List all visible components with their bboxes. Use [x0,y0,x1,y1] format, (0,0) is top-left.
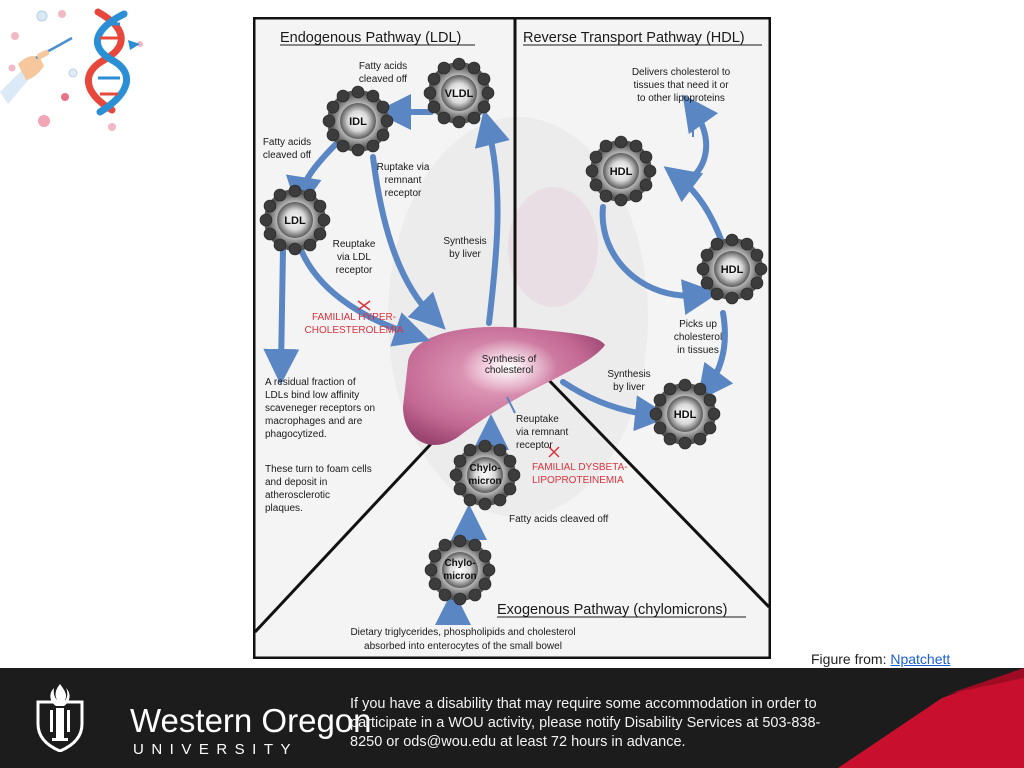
svg-text:micron: micron [468,476,501,487]
footer-bar: Western Oregon UNIVERSITY If you have a … [0,668,1024,768]
hdl-pathway-title: Reverse Transport Pathway (HDL) [523,30,745,46]
chylomicron-pathway-title: Exogenous Pathway (chylomicrons) [497,602,728,618]
svg-text:cholesterol: cholesterol [485,365,533,376]
heart-silhouette [508,187,598,307]
slogan-line-2: SUCCEED [897,62,1010,88]
decorative-dots [8,10,143,131]
svg-text:via remnant: via remnant [516,427,568,438]
svg-text:Chylo-: Chylo- [444,558,475,569]
hdl-particle-top: HDL [585,135,657,207]
dna-icon [84,8,140,116]
chylomicron-particle-upper: Chylo- micron [449,439,521,511]
familial-hypercholesterolemia-label: FAMILIAL HYPER- [312,312,396,323]
disability-services-notice: If you have a disability that may requir… [350,696,821,750]
torch-shield-icon [36,684,84,753]
lipoprotein-pathway-figure: VLDL IDL LDL HDL HDL HDL Chylo- micron C… [253,17,771,659]
blocked-step-markers [357,300,560,458]
vldl-particle: VLDL [423,57,495,129]
svg-text:cleaved off: cleaved off [263,150,311,161]
svg-text:HDL: HDL [610,166,633,178]
svg-text:cleaved off: cleaved off [359,74,407,85]
svg-text:micron: micron [443,571,476,582]
residual-fraction-text: A residual fraction of [265,377,356,388]
svg-text:LDLs bind low affinity: LDLs bind low affinity [265,390,359,401]
ruptake-label: Ruptake via [377,162,430,173]
delivers-cholesterol-label: Delivers cholesterol to [632,67,731,78]
svg-text:and deposit in: and deposit in [265,477,327,488]
svg-text:atherosclerotic: atherosclerotic [265,490,330,501]
svg-text:absorbed into enterocytes of t: absorbed into enterocytes of the small b… [364,641,562,652]
hdl-particle-middle: HDL [696,233,768,305]
idl-particle: IDL [322,85,394,157]
svg-text:receptor: receptor [516,440,553,451]
pipette-hand-icon [0,36,73,104]
reuptake-remnant-label: Reuptake [516,414,559,425]
npatchett-link[interactable]: Npatchett [890,651,951,667]
familial-dysbetalipoproteinemia-label: FAMILIAL DYSBETA- [532,462,628,473]
svg-text:LIPOPROTEINEMIA: LIPOPROTEINEMIA [532,475,624,486]
synthesis-liver-hdl-label: Synthesis [607,369,650,380]
svg-text:IDL: IDL [349,116,367,128]
svg-text:receptor: receptor [336,265,373,276]
fa-idl-label: Fatty acids [263,137,311,148]
svg-text:in tissues: in tissues [677,345,719,356]
svg-text:receptor: receptor [385,188,422,199]
pathway-diagram: VLDL IDL LDL HDL HDL HDL Chylo- micron C… [253,17,771,659]
fa-chylomicron-label: Fatty acids cleaved off [509,514,609,525]
svg-text:via LDL: via LDL [337,252,371,263]
university-name: Western Oregon [130,702,372,739]
svg-text:LDL: LDL [284,215,306,227]
svg-text:VLDL: VLDL [445,88,474,100]
svg-text:Chylo-: Chylo- [469,463,500,474]
hdl-particle-bottom: HDL [649,378,721,450]
reuptake-ldl-label: Reuptake [333,239,376,250]
figure-credit-prefix: Figure from: [811,651,887,667]
svg-text:HDL: HDL [674,409,697,421]
svg-text:to other lipoproteins: to other lipoproteins [637,93,725,104]
synthesis-liver-label: Synthesis [443,236,486,247]
synthesis-cholesterol-label: Synthesis of [482,354,537,365]
svg-text:plaques.: plaques. [265,503,303,514]
together-we-succeed-slogan: TOGETHER WE SUCCEED [869,44,1010,87]
svg-text:tissues that need it or: tissues that need it or [633,80,729,91]
university-subtitle: UNIVERSITY [133,741,299,758]
svg-text:scaveneger receptors on: scaveneger receptors on [265,403,375,414]
svg-text:remnant: remnant [385,175,422,186]
svg-text:CHOLESTEROLEMIA: CHOLESTEROLEMIA [305,325,404,336]
dna-pipette-illustration [0,8,143,131]
svg-text:macrophages and are: macrophages and are [265,416,363,427]
svg-text:by liver: by liver [449,249,481,260]
fa-vldl-label: Fatty acids [359,61,407,72]
ldl-particle: LDL [259,184,331,256]
foam-cells-text: These turn to foam cells [265,464,372,475]
svg-text:by liver: by liver [613,382,645,393]
wou-logo: Western Oregon UNIVERSITY [34,680,372,758]
dietary-lipids-label: Dietary triglycerides, phospholipids and… [350,627,575,638]
figure-credit: Figure from: Npatchett [811,651,950,667]
slogan-red-band [838,668,1024,768]
panel-divider-right [536,367,771,609]
svg-text:cholesterol: cholesterol [674,332,722,343]
svg-text:HDL: HDL [721,264,744,276]
chylomicron-particle-lower: Chylo- micron [424,534,496,606]
ldl-pathway-title: Endogenous Pathway (LDL) [280,30,461,46]
svg-text:phagocytized.: phagocytized. [265,429,327,440]
picks-up-cholesterol-label: Picks up [679,319,717,330]
slogan-line-1: TOGETHER WE [868,43,1010,64]
liver [403,326,605,446]
